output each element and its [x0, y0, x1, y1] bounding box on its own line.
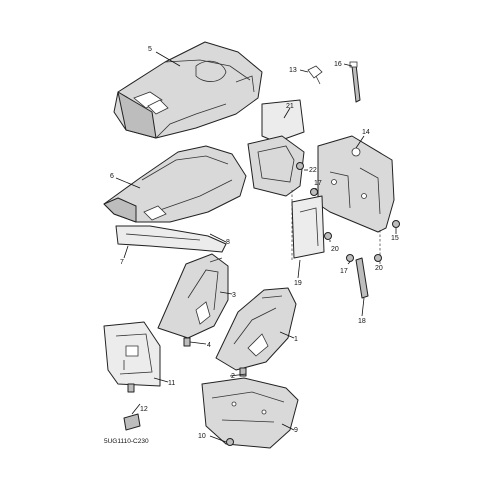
part-19-upright-plate[interactable] — [291, 195, 325, 259]
callout-6[interactable]: 6 — [110, 173, 114, 180]
callout-11[interactable]: 11 — [168, 380, 175, 387]
fastener-2[interactable] — [239, 367, 247, 377]
callout-8[interactable]: 8 — [226, 239, 230, 246]
callout-18[interactable]: 18 — [358, 318, 366, 325]
fastener-10[interactable] — [226, 438, 234, 446]
callout-21[interactable]: 21 — [286, 103, 294, 110]
part-12-label[interactable] — [123, 413, 141, 431]
fastener-20a[interactable] — [324, 232, 332, 240]
fastener-20b[interactable] — [374, 254, 382, 262]
callout-14[interactable]: 14 — [362, 129, 370, 136]
callout-20-right[interactable]: 20 — [375, 265, 383, 272]
part-16-cable-tie[interactable] — [349, 61, 361, 103]
callout-17-upper[interactable]: 17 — [314, 180, 322, 187]
callout-9[interactable]: 9 — [294, 427, 298, 434]
part-6-middle-shroud[interactable] — [103, 145, 247, 223]
callout-22[interactable]: 22 — [309, 167, 317, 174]
part-9-lower-guard[interactable] — [201, 377, 299, 449]
fastener-17b[interactable] — [346, 254, 354, 262]
fastener-22[interactable] — [296, 162, 304, 170]
part-1-right-side-panel[interactable] — [215, 287, 297, 371]
callout-4[interactable]: 4 — [207, 342, 211, 349]
part-11-lower-left-bracket[interactable] — [103, 321, 161, 387]
leader-lines — [115, 51, 397, 443]
part-18-rod[interactable] — [355, 257, 369, 299]
fastener-4[interactable] — [183, 337, 191, 347]
callout-13[interactable]: 13 — [289, 67, 297, 74]
drawing-code: 5UG1110-C230 — [104, 438, 149, 445]
callout-17-lower[interactable]: 17 — [340, 268, 348, 275]
fastener-15[interactable] — [392, 220, 400, 228]
callout-12[interactable]: 12 — [140, 406, 148, 413]
callout-5[interactable]: 5 — [148, 46, 152, 53]
callout-16[interactable]: 16 — [334, 61, 342, 68]
part-21-rear-bracket[interactable] — [247, 99, 305, 262]
callout-1[interactable]: 1 — [294, 336, 298, 343]
part-3-left-side-panel[interactable] — [157, 253, 229, 339]
callout-3[interactable]: 3 — [232, 292, 236, 299]
callout-labels: 5 13 16 21 14 22 6 17 8 7 15 20 20 17 19… — [110, 46, 399, 440]
callout-19[interactable]: 19 — [294, 280, 302, 287]
fastener-11b[interactable] — [127, 383, 135, 393]
part-5-upper-cover[interactable] — [113, 41, 263, 139]
callout-15[interactable]: 15 — [391, 235, 399, 242]
callout-7[interactable]: 7 — [120, 259, 124, 266]
part-7-lower-panel[interactable] — [115, 225, 227, 253]
callout-20-left[interactable]: 20 — [331, 246, 339, 253]
callout-2[interactable]: 2 — [231, 373, 235, 380]
callout-10[interactable]: 10 — [198, 433, 206, 440]
fastener-17a[interactable] — [310, 188, 318, 196]
part-14-side-plate[interactable] — [317, 135, 395, 264]
part-13-clip[interactable] — [307, 65, 323, 85]
